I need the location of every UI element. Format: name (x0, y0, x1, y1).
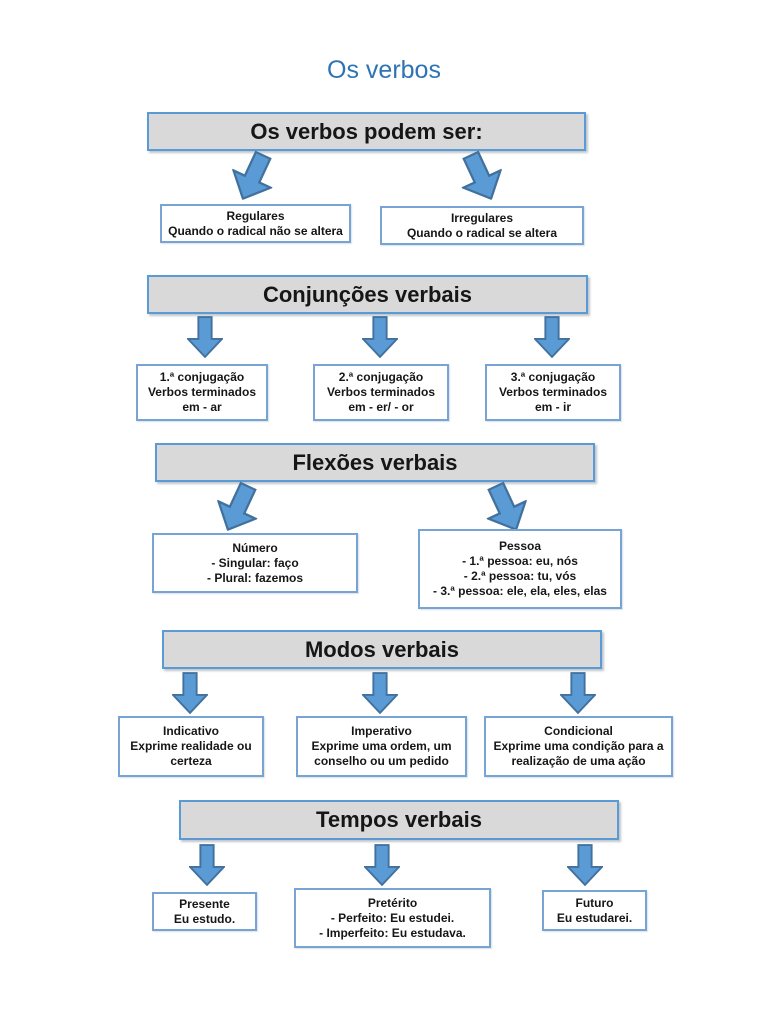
down-arrow-icon (189, 844, 225, 886)
header-label: Os verbos podem ser: (250, 118, 483, 144)
box-title: Condicional (544, 724, 613, 738)
box-line: Quando o radical não se altera (168, 223, 343, 238)
box-line: em - ar (182, 400, 222, 414)
header-label: Flexões verbais (292, 449, 458, 475)
box-line: Exprime realidade ou certeza (130, 739, 252, 768)
box-line: Verbos terminados (147, 385, 257, 399)
box-line: em - ir (534, 400, 571, 414)
down-arrow-icon (534, 316, 570, 358)
box-condicional: Condicional Exprime uma condição para a … (484, 716, 673, 777)
box-conjugacao-3: 3.ª conjugação Verbos terminados em - ir (485, 364, 621, 421)
down-arrow-icon (362, 672, 398, 714)
box-numero: Número - Singular: faço - Plural: fazemo… (152, 533, 358, 593)
header-flexoes: Flexões verbais (155, 443, 595, 482)
header-tempos: Tempos verbais (179, 800, 619, 840)
box-line: Eu estudarei. (556, 910, 633, 925)
header-label: Modos verbais (304, 636, 460, 662)
box-line: em - er/ - or (348, 400, 414, 414)
down-arrow-icon (364, 844, 400, 886)
box-title: Regulares (226, 208, 285, 223)
box-line: - 3.ª pessoa: ele, ela, eles, elas (433, 584, 607, 598)
box-line: - 2.ª pessoa: tu, vós (463, 569, 577, 583)
box-presente: Presente Eu estudo. (152, 892, 257, 931)
down-right-arrow-icon (450, 145, 511, 209)
box-title: Presente (179, 896, 230, 911)
box-preterito: Pretérito - Perfeito: Eu estudei. - Impe… (294, 888, 491, 948)
down-left-arrow-icon (222, 145, 283, 209)
box-line: - Imperfeito: Eu estudava. (319, 925, 466, 940)
down-right-arrow-icon (475, 476, 536, 540)
box-title: Indicativo (162, 724, 219, 738)
box-regulares: Regulares Quando o radical não se altera (160, 204, 351, 243)
box-title: Imperativo (351, 724, 412, 738)
box-line: Verbos terminados (326, 385, 436, 399)
box-line: Exprime uma ordem, um conselho ou um ped… (311, 739, 452, 768)
header-label: Conjunções verbais (262, 281, 473, 307)
box-title: Futuro (575, 895, 614, 910)
box-line: Verbos terminados (498, 385, 608, 399)
box-title: 1.ª conjugação (159, 370, 245, 384)
down-arrow-icon (172, 672, 208, 714)
box-line: - 1.ª pessoa: eu, nós (462, 554, 578, 568)
box-title: Pessoa (498, 539, 542, 553)
box-title: 2.ª conjugação (338, 370, 424, 384)
box-indicativo: Indicativo Exprime realidade ou certeza (118, 716, 264, 777)
page-title: Os verbos (327, 56, 441, 84)
box-line: Exprime uma condição para a realização d… (493, 739, 664, 768)
box-line: Quando o radical se altera (406, 225, 558, 240)
header-modos: Modos verbais (162, 630, 602, 669)
box-conjugacao-2: 2.ª conjugação Verbos terminados em - er… (313, 364, 449, 421)
header-label: Tempos verbais (316, 807, 482, 832)
box-line: - Singular: faço (211, 555, 299, 570)
box-line: Eu estudo. (173, 911, 236, 926)
box-irregulares: Irregulares Quando o radical se altera (380, 206, 584, 245)
box-pessoa: Pessoa - 1.ª pessoa: eu, nós - 2.ª pesso… (418, 529, 622, 609)
header-conjuncoes: Conjunções verbais (147, 275, 588, 314)
down-left-arrow-icon (207, 476, 268, 540)
box-conjugacao-1: 1.ª conjugação Verbos terminados em - ar (136, 364, 268, 421)
box-title: Irregulares (450, 210, 514, 225)
box-line: - Perfeito: Eu estudei. (330, 910, 455, 925)
box-futuro: Futuro Eu estudarei. (542, 890, 647, 931)
box-title: Pretérito (367, 895, 418, 910)
down-arrow-icon (362, 316, 398, 358)
box-title: Número (232, 540, 278, 555)
down-arrow-icon (567, 844, 603, 886)
box-line: - Plural: fazemos (206, 570, 304, 585)
down-arrow-icon (187, 316, 223, 358)
box-title: 3.ª conjugação (510, 370, 596, 384)
header-podem-ser: Os verbos podem ser: (147, 112, 586, 151)
box-imperativo: Imperativo Exprime uma ordem, um conselh… (296, 716, 467, 777)
down-arrow-icon (560, 672, 596, 714)
